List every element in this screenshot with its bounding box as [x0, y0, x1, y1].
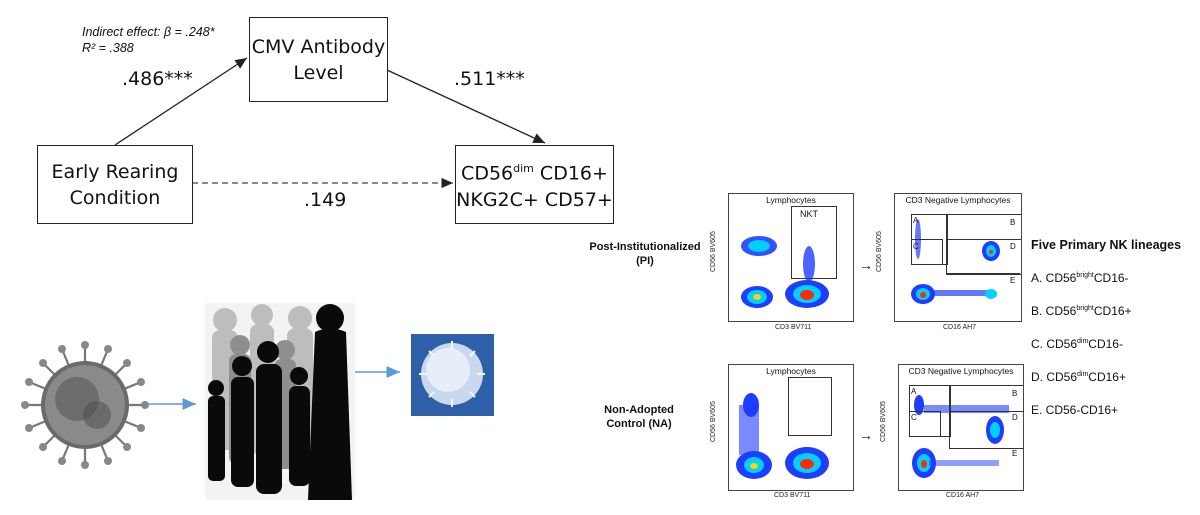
nkt-gate: NKT: [791, 206, 837, 279]
nkt-label: NKT: [800, 209, 818, 219]
predictor-label-2: Condition: [69, 186, 161, 209]
predictor-label-1: Early Rearing: [51, 160, 179, 183]
y-axis-label: CD56 BV605: [710, 401, 717, 442]
pi-cd3neg-plot: CD3 Negative Lymphocytes A B C D E: [894, 193, 1022, 322]
na-cd3neg-plot: CD3 Negative Lymphocytes A B C D E: [898, 364, 1024, 491]
y-axis-label: CD56 BV605: [880, 401, 887, 442]
gate-d: [946, 239, 1021, 275]
plot-title: CD3 Negative Lymphocytes: [905, 195, 1011, 205]
lineage-item: D. CD56dimCD16+: [1031, 370, 1126, 384]
gate-b-label: B: [1012, 389, 1018, 398]
gate-c-label: C: [911, 413, 917, 422]
pi-label-line1: Post-Institutionalized: [589, 241, 701, 253]
lineage-item: C. CD56dimCD16-: [1031, 337, 1123, 351]
nkt-gate: [788, 377, 832, 436]
x-axis-label: CD3 BV711: [775, 324, 812, 331]
x-axis-label: CD16 AH7: [943, 324, 977, 331]
mediator-label-1: CMV Antibody: [251, 35, 386, 58]
indirect-effect-note: Indirect effect: β = .248* R² = .388: [82, 24, 215, 56]
outcome-label-1: CD56dim CD16+: [461, 162, 608, 185]
gate-c: [909, 411, 941, 437]
y-axis-label: CD56 BV605: [710, 231, 717, 272]
x-axis-label: CD16 AH7: [946, 492, 980, 499]
plot-title: CD3 Negative Lymphocytes: [908, 366, 1014, 376]
gate-d-label: D: [1012, 413, 1018, 422]
arrow-icon: →: [859, 427, 873, 443]
x-axis-label: CD3 BV711: [774, 492, 811, 499]
predictor-box: Early Rearing Condition: [37, 145, 193, 224]
na-label-line1: Non-Adopted: [604, 404, 674, 416]
gate-c-label: C: [913, 242, 919, 251]
r-squared-text: R² = .388: [82, 41, 134, 55]
gate-a-label: A: [911, 387, 917, 396]
coef-b: .511***: [454, 68, 525, 90]
outcome-box: CD56dim CD16+ NKG2C+ CD57+: [455, 145, 614, 224]
gate-e-label: E: [1012, 449, 1018, 458]
outcome-label-2: NKG2C+ CD57+: [456, 188, 613, 211]
plot-title: Lymphocytes: [766, 366, 816, 376]
na-lymphocytes-plot: Lymphocytes: [728, 364, 854, 491]
gate-d: [949, 411, 1023, 449]
gate-e: [946, 273, 1020, 321]
na-label-line2: Control (NA): [606, 418, 672, 430]
arrow-icon: →: [859, 257, 873, 273]
gate-c: [911, 239, 943, 265]
gate-e-label: E: [1010, 276, 1016, 285]
na-group-label: Non-Adopted Control (NA): [584, 403, 694, 431]
y-axis-label: CD56 BV605: [876, 231, 883, 272]
gate-a-label: A: [913, 216, 919, 225]
lineages-title: Five Primary NK lineages: [1031, 238, 1182, 252]
gate-d-label: D: [1010, 242, 1016, 251]
mediator-box: CMV Antibody Level: [249, 17, 388, 102]
pi-group-label: Post-Institutionalized (PI): [575, 240, 715, 268]
coef-a: .486***: [122, 68, 193, 90]
lineage-item: B. CD56brightCD16+: [1031, 304, 1132, 318]
plot-title: Lymphocytes: [766, 195, 816, 205]
pi-lymphocytes-plot: Lymphocytes NKT: [728, 193, 854, 322]
path-b-arrow: [386, 69, 546, 144]
lineage-item: A. CD56brightCD16-: [1031, 271, 1129, 285]
coef-c: .149: [304, 189, 347, 211]
mediator-label-2: Level: [293, 61, 344, 84]
pi-label-line2: (PI): [636, 255, 654, 267]
indirect-effect-text: Indirect effect: β = .248*: [82, 25, 215, 39]
gate-b-label: B: [1010, 218, 1016, 227]
lineage-item: E. CD56-CD16+: [1031, 403, 1119, 417]
path-a-arrow: [114, 57, 248, 146]
